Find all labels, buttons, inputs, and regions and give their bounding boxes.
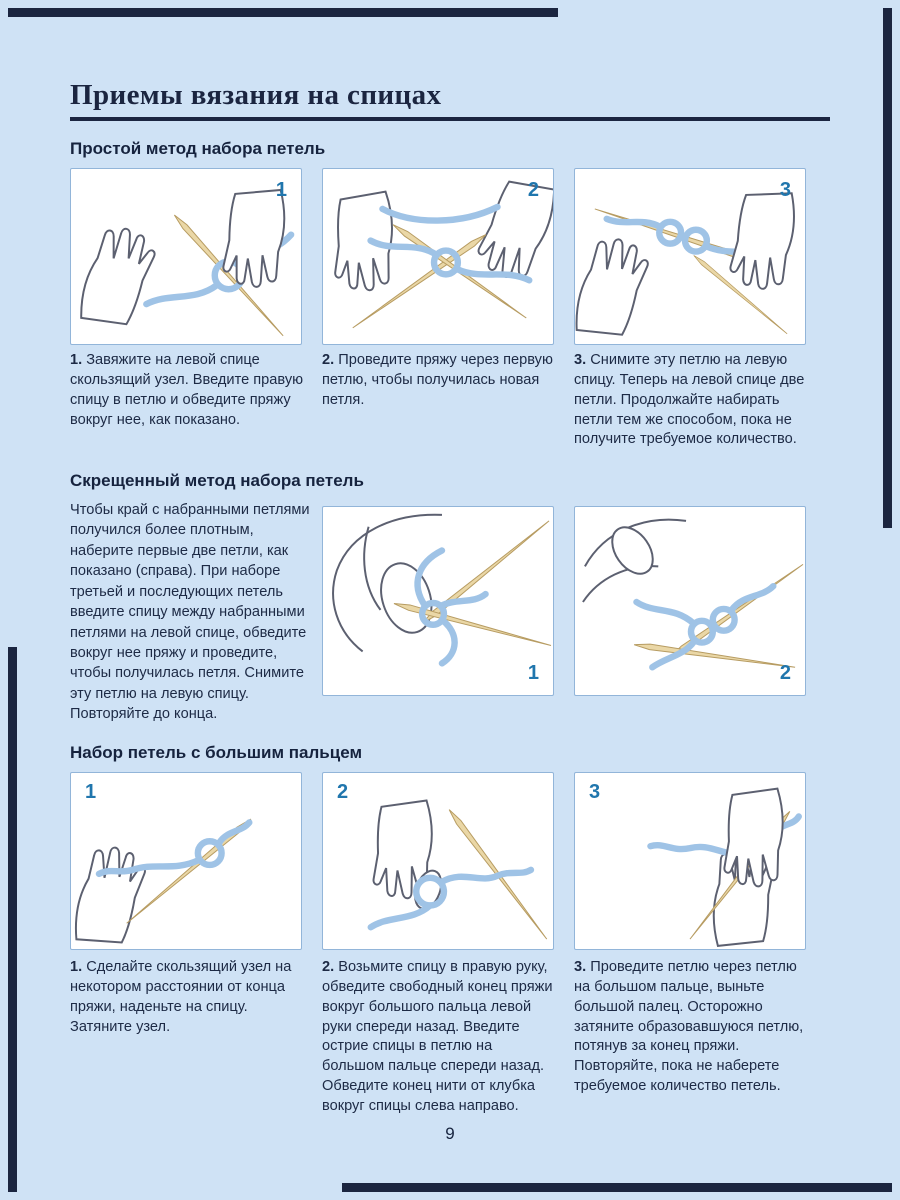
cast-on-illustration [332,513,553,667]
cast-on-illustration [582,518,805,671]
yarn-strand [728,582,777,614]
frame-bar-bottom [342,1183,892,1192]
step-caption-number: 3. [574,352,587,368]
yarn-strand [414,547,446,610]
step-caption: 3. Снимите эту петлю на левую спицу. Теп… [574,351,808,450]
step-caption-number: 1. [70,959,83,975]
step-number-badge: 2 [527,179,539,201]
step-number-badge: 1 [85,781,97,803]
yarn-strand [367,237,440,258]
left-hand-icon [73,844,148,945]
step-caption-number: 3. [574,959,587,975]
yarn-loop [709,605,738,634]
step-number-badge: 3 [779,179,791,201]
step-caption-text: Возьмите спицу в правую руку, обведите с… [322,959,553,1114]
step-number-badge: 1 [275,179,287,201]
illustration-box-simple-step-1: 1 [70,168,302,345]
yarn-loop [430,247,462,278]
thumb-icon [611,526,654,575]
step-caption-number: 1. [70,352,83,368]
yarn-strand [95,856,203,878]
step-caption: 1. Завяжите на левой спице скользящий уз… [70,351,304,430]
left-hand-icon [575,234,652,338]
illustration-box-thumb-step-3: 3 [574,772,806,950]
page-title: Приемы вязания на спицах [70,79,442,111]
frame-bar-left [8,647,17,1192]
cast-on-illustration [78,188,295,339]
step-caption-text: Снимите эту петлю на левую спицу. Теперь… [574,352,805,448]
yarn-strand [216,819,253,846]
illustration-box-thumb-step-1: 1 [70,772,302,950]
step-caption: 2. Проведите пряжу через первую петлю, ч… [322,351,556,411]
step-caption: 2. Возьмите спицу в правую руку, обведит… [322,958,556,1117]
cast-on-illustration [647,787,802,948]
yarn-strand [649,638,698,671]
illustration-box-crossed-step-2: 2 [574,506,806,696]
hand-outline [332,513,443,653]
yarn-strand [143,282,220,308]
yarn-strand [437,590,489,610]
illustration-box-simple-step-3: 3 [574,168,806,345]
section-body-text: Чтобы край с набранными петлями получилс… [70,502,310,723]
step-caption-text: Завяжите на левой спице скользящий узел.… [70,352,304,428]
yarn-loop [194,838,225,869]
yarn-strand [367,902,434,931]
yarn-loop [656,218,685,247]
illustration-box-simple-step-2: 2 [322,168,554,345]
step-caption: 1. Сделайте скользящий узел на некотором… [70,958,304,1037]
illustration-box-crossed-step-1: 1 [322,506,554,696]
cast-on-illustration [73,816,254,945]
yarn-loop [418,599,448,628]
title-underline [70,117,830,121]
step-caption-number: 2. [322,959,335,975]
step-number-badge: 3 [589,781,601,803]
yarn-strand [379,203,501,224]
cast-on-illustration [575,192,798,338]
cast-on-illustration [362,799,550,942]
frame-bar-top [8,8,558,17]
left-hand-icon [78,223,159,328]
step-caption-text: Проведите пряжу через первую петлю, чтоб… [322,352,553,408]
yarn-strand [603,215,664,230]
step-caption: 3. Проведите петлю через петлю на большо… [574,958,808,1097]
frame-bar-right [883,8,892,528]
step-number-badge: 2 [337,781,349,803]
section-heading-thumb-cast-on: Набор петель с большим пальцем [70,743,363,762]
hand-outline [363,526,382,611]
yarn-strand [633,598,698,627]
right-hand-icon [473,177,553,284]
cast-on-illustration [323,177,553,331]
step-number-badge: 1 [527,662,539,684]
step-number-badge: 2 [779,662,791,684]
section-heading-crossed-cast-on: Скрещенный метод набора петель [70,471,364,490]
step-caption-number: 2. [322,352,335,368]
section-heading-simple-cast-on: Простой метод набора петель [70,139,326,158]
yarn-strand [438,616,458,667]
step-caption-text: Проведите петлю через петлю на большом п… [574,959,804,1095]
yarn-strand [454,266,533,284]
yarn-strand [438,866,535,885]
step-caption-text: Сделайте скользящий узел на некотором ра… [70,959,292,1035]
page-number: 9 [445,1124,455,1143]
illustration-box-thumb-step-2: 2 [322,772,554,950]
right-hand-icon [726,192,798,291]
yarn-loop [687,617,717,646]
yarn-loop [681,226,711,255]
